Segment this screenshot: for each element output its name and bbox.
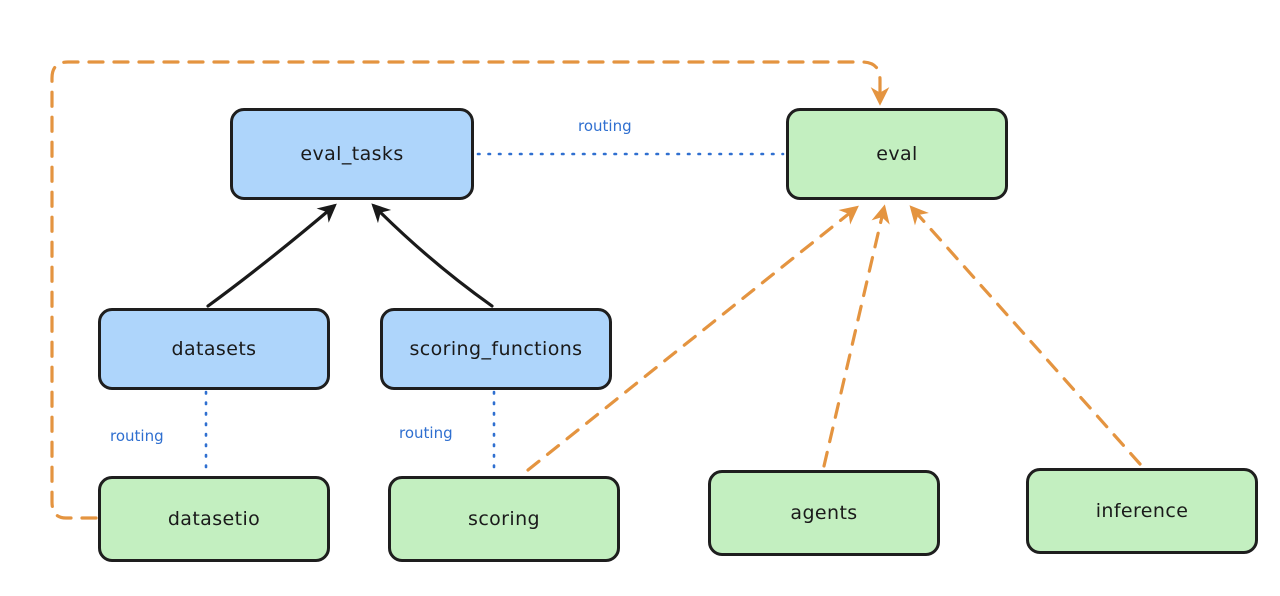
node-label-scoring: scoring (468, 508, 540, 530)
node-datasets[interactable]: datasets (98, 308, 330, 390)
node-label-eval: eval (876, 143, 918, 165)
edge-label-routing-scoring-functions: routing (399, 424, 453, 442)
node-scoring-functions[interactable]: scoring_functions (380, 308, 612, 390)
edge-scoring-to-eval (526, 205, 859, 472)
node-inference[interactable]: inference (1026, 468, 1258, 554)
node-scoring[interactable]: scoring (388, 476, 620, 562)
node-label-eval-tasks: eval_tasks (300, 143, 404, 165)
node-label-inference: inference (1095, 500, 1189, 522)
node-label-datasetio: datasetio (167, 508, 261, 530)
edge-datasetio-to-eval (50, 60, 890, 520)
edge-label-routing-datasets: routing (110, 427, 164, 445)
edge-datasets-to-eval-tasks (206, 203, 337, 308)
node-agents[interactable]: agents (708, 470, 940, 556)
edge-inference-to-eval (909, 205, 1142, 466)
edge-label-routing-eval-tasks: routing (578, 117, 632, 135)
node-datasetio[interactable]: datasetio (98, 476, 330, 562)
edge-scoring-functions-to-eval-tasks (371, 203, 494, 308)
node-label-datasets: datasets (171, 338, 257, 360)
node-label-scoring-functions: scoring_functions (409, 338, 583, 360)
node-eval-tasks[interactable]: eval_tasks (230, 108, 474, 200)
node-label-agents: agents (790, 502, 858, 524)
edge-agents-to-eval (822, 204, 890, 468)
node-eval[interactable]: eval (786, 108, 1008, 200)
